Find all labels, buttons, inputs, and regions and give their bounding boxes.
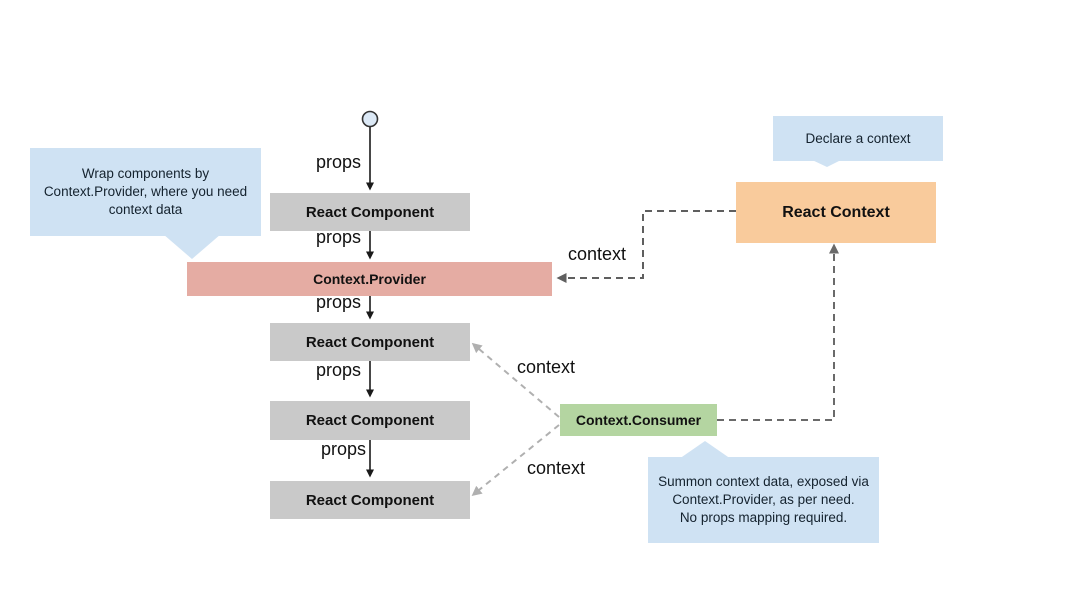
react-component-label-1: React Component bbox=[305, 203, 435, 221]
react-component-box-3: React Component bbox=[270, 401, 470, 440]
react-component-label-4: React Component bbox=[305, 491, 435, 509]
context-consumer-box: Context.Consumer bbox=[560, 404, 717, 436]
context-provider-box: Context.Provider bbox=[187, 262, 552, 296]
react-component-label-2: React Component bbox=[305, 333, 435, 351]
props-label-4: props bbox=[316, 360, 362, 380]
context-label-consumer-bottom: context bbox=[527, 458, 586, 478]
react-context-label: React Context bbox=[782, 203, 890, 221]
react-component-label-3: React Component bbox=[305, 412, 435, 429]
callout-wrap-text: Wrap components by Context.Provider, whe… bbox=[43, 166, 248, 217]
callout-wrap-tail bbox=[163, 234, 221, 259]
context-consumer-label: Context.Consumer bbox=[575, 412, 702, 428]
props-label-5: props bbox=[321, 439, 367, 459]
props-label-3: props bbox=[316, 292, 362, 312]
context-label-provider: context bbox=[568, 244, 627, 264]
callout-summon-tail bbox=[679, 441, 731, 459]
callout-declare: Declare a context bbox=[773, 116, 943, 161]
react-component-box-1: React Component bbox=[270, 193, 470, 231]
callout-wrap: Wrap components by Context.Provider, whe… bbox=[30, 148, 261, 236]
start-node bbox=[361, 110, 379, 128]
context-edge-context-to-provider bbox=[556, 210, 736, 283]
callout-declare-text: Declare a context bbox=[805, 130, 911, 146]
props-label-1: props bbox=[316, 152, 362, 172]
react-component-box-2: React Component bbox=[270, 323, 470, 361]
callout-summon-text: Summon context data, exposed via Context… bbox=[658, 474, 869, 525]
context-edge-consumer-to-context bbox=[717, 243, 839, 421]
callout-declare-tail bbox=[810, 159, 843, 167]
context-label-consumer-top: context bbox=[517, 357, 576, 377]
props-label-2: props bbox=[316, 227, 362, 247]
callout-summon: Summon context data, exposed via Context… bbox=[648, 457, 879, 543]
react-context-box: React Context bbox=[736, 182, 936, 243]
react-component-box-4: React Component bbox=[270, 481, 470, 519]
context-provider-label: Context.Provider bbox=[313, 271, 426, 287]
